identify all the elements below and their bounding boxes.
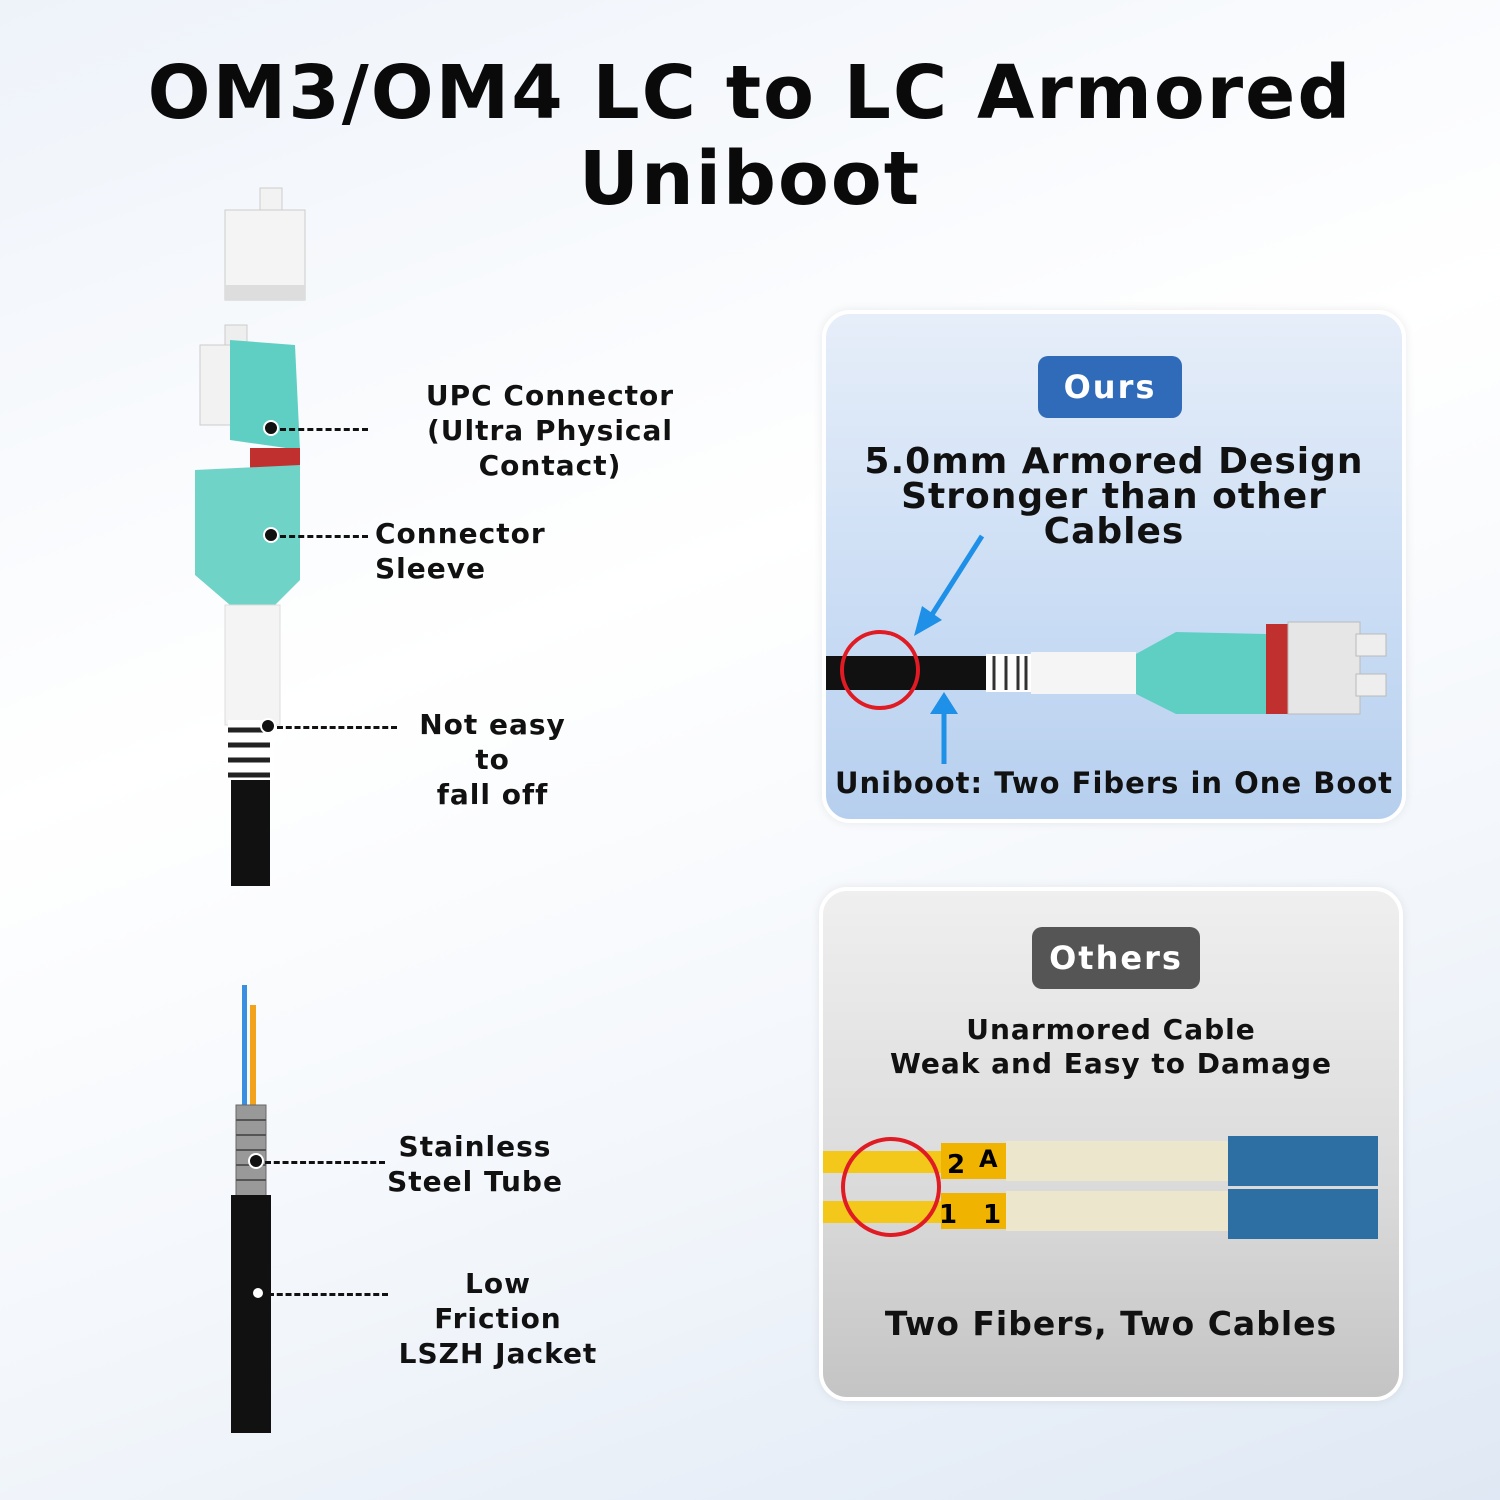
tube-line1: Stainless [398, 1130, 552, 1163]
tube-line2: Steel Tube [387, 1165, 563, 1198]
boot-line2: fall off [436, 778, 549, 811]
others-headline: Unarmored Cable Weak and Easy to Damage [823, 1013, 1399, 1081]
sleeve-leader-line [280, 535, 368, 538]
others-comparison-panel: Others Unarmored Cable Weak and Easy to … [819, 887, 1403, 1401]
others-badge: Others [1032, 927, 1200, 989]
others-headline-2: Weak and Easy to Damage [889, 1047, 1333, 1080]
upc-line1: UPC Connector [425, 379, 675, 412]
boot-leader-line [277, 726, 397, 729]
connector-illustration [195, 187, 306, 886]
others-caption: Two Fibers, Two Cables [884, 1304, 1338, 1343]
jacket-leader-line [268, 1293, 388, 1296]
cable-label-a: A [979, 1145, 998, 1173]
ours-headline-2: Stronger than other Cables [901, 476, 1327, 552]
page-title: OM3/OM4 LC to LC Armored Uniboot [147, 50, 1353, 222]
tube-leader-line [265, 1161, 385, 1164]
sleeve-marker [263, 527, 279, 543]
ours-headline-1: 5.0mm Armored Design [864, 441, 1364, 482]
ours-caption: Uniboot: Two Fibers in One Boot [834, 766, 1394, 800]
jacket-marker [250, 1285, 266, 1301]
upc-line2: (Ultra Physical Contact) [426, 414, 674, 482]
steel-tube-label: Stainless Steel Tube [385, 1129, 565, 1199]
jacket-label: Low Friction LSZH Jacket [398, 1266, 598, 1371]
ours-badge: Ours [1038, 356, 1182, 418]
tube-marker [248, 1153, 264, 1169]
boot-line1: Not easy to [419, 708, 566, 776]
cable-label-1b: 1 [983, 1200, 1001, 1230]
upc-connector-label: UPC Connector (Ultra Physical Contact) [360, 378, 740, 483]
ours-headline: 5.0mm Armored Design Stronger than other… [826, 441, 1402, 552]
boot-label: Not easy to fall off [400, 707, 585, 812]
cable-label-2: 2 [947, 1150, 965, 1180]
duplex-cable-image: 2 A 1 1 [823, 1136, 1378, 1239]
upc-leader-line [280, 428, 368, 431]
cable-label-1a: 1 [939, 1200, 957, 1230]
highlight-circle [841, 1137, 941, 1237]
upc-marker [263, 420, 279, 436]
ours-comparison-panel: Ours 5.0mm Armored Design Stronger than … [822, 310, 1406, 823]
jacket-line1: Low Friction [434, 1267, 562, 1335]
arrow-down-icon [923, 534, 985, 626]
others-headline-1: Unarmored Cable [966, 1013, 1256, 1046]
connector-sleeve-label: Connector Sleeve [375, 517, 546, 585]
armored-cable-illustration [231, 985, 271, 1433]
uniboot-cable-image [826, 534, 1387, 764]
highlight-circle [840, 630, 920, 710]
jacket-line2: LSZH Jacket [398, 1337, 598, 1370]
boot-marker [260, 718, 276, 734]
